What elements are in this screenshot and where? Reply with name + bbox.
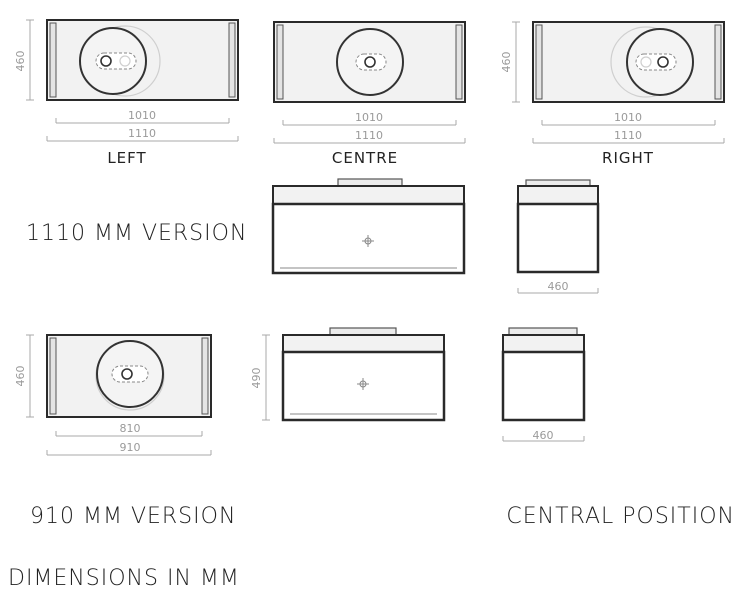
plan-910-end-panel-right (201, 337, 209, 415)
front-elevation-910: 490 (250, 327, 446, 422)
front-1110-handle (364, 237, 372, 245)
plan-centre-drain (364, 56, 376, 68)
side-elevation-910: 460 (501, 327, 586, 442)
side-elevation-1110: 460 (516, 179, 600, 294)
side-1110-depth-label: 460 (548, 280, 569, 293)
side-910-cabinet (501, 350, 586, 422)
central-position-label: CENTRAL POSITION (506, 504, 735, 529)
plan-910-drain (121, 368, 133, 380)
version-1110-title: 1110 MM VERSION (26, 221, 247, 246)
front-910-handle (359, 380, 367, 388)
plan-left-drain (100, 55, 112, 67)
plan-centre-end-panel-right (455, 24, 463, 100)
plan-right-inner-width: 1010 (614, 111, 642, 124)
plan-right-ghost-drain (640, 56, 652, 68)
position-label-centre: CENTRE (332, 149, 398, 167)
plan-910-depth-label: 460 (14, 366, 27, 387)
plan-left-end-panel-right (228, 22, 236, 98)
plan-910-end-panel (49, 337, 57, 415)
plan-left-end-panel (49, 22, 57, 98)
plan-left-depth-label: 460 (14, 51, 27, 72)
side-910-depth-label: 460 (533, 429, 554, 442)
side-1110-worktop (517, 185, 599, 205)
side-910-worktop (502, 334, 585, 353)
dimensions-footer: DIMENSIONS IN MM (8, 566, 240, 591)
front-elevation-1110 (271, 178, 466, 275)
front-1110-worktop (272, 185, 465, 205)
plan-left-ghost-drain (119, 55, 131, 67)
side-1110-cabinet (516, 202, 600, 274)
plan-left-overall-width: 1110 (128, 127, 156, 140)
plan-right-overall-width: 1110 (614, 129, 642, 142)
plan-centre-end-panel (276, 24, 284, 100)
plan-910-inner-width: 810 (120, 422, 141, 435)
plan-centre: 1010 1110 CENTRE (273, 21, 466, 167)
plan-centre-inner-width: 1010 (355, 111, 383, 124)
front-910-height-label: 490 (250, 368, 263, 389)
plan-910-overall-width: 910 (120, 441, 141, 454)
plan-910: 460 810 910 (14, 334, 212, 456)
plan-right-end-panel (535, 24, 543, 100)
position-label-right: RIGHT (602, 149, 654, 167)
plan-right-depth-label: 460 (500, 52, 513, 73)
version-910-title: 910 MM VERSION (30, 504, 236, 529)
plan-right-tap-slot (635, 53, 677, 71)
front-910-worktop (282, 334, 445, 353)
plan-right: 460 1010 1110 RIGHT (500, 21, 725, 167)
plan-left: 460 1010 1110 LEFT (14, 19, 239, 167)
plan-centre-overall-width: 1110 (355, 129, 383, 142)
plan-right-drain (657, 56, 669, 68)
plan-left-inner-width: 1010 (128, 109, 156, 122)
position-label-left: LEFT (107, 149, 146, 167)
plan-right-end-panel-right (714, 24, 722, 100)
